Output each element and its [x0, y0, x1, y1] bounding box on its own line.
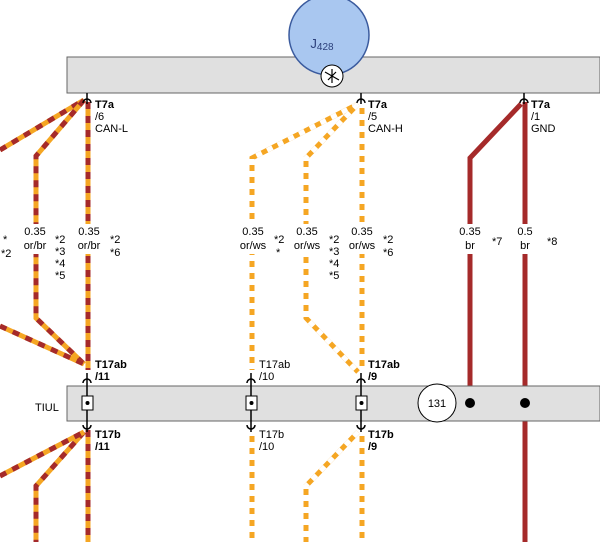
svg-text:/9: /9 — [368, 371, 377, 383]
svg-text:*3: *3 — [329, 246, 339, 258]
wire-can-l — [0, 102, 91, 542]
svg-text:or/ws: or/ws — [240, 240, 267, 252]
svg-text:*8: *8 — [547, 236, 557, 248]
component-name: J — [310, 36, 317, 51]
svg-text:or/br: or/br — [24, 240, 47, 252]
svg-text:*6: *6 — [383, 247, 393, 259]
connector-bar-tiul — [66, 385, 600, 422]
top-pin-label-gnd: T7a /1 GND — [531, 99, 556, 135]
controller-symbol-icon — [320, 64, 344, 88]
svg-text:CAN-L: CAN-L — [95, 123, 128, 135]
svg-text:GND: GND — [531, 123, 556, 135]
svg-text:0.35: 0.35 — [459, 226, 480, 238]
svg-text:br: br — [520, 240, 530, 252]
wire-label-2: 0.35 or/br *2 *6 — [78, 226, 121, 259]
wire-label-1: 0.35 or/br * *2 *2 *3 *4 *5 — [1, 226, 65, 282]
svg-text:0.35: 0.35 — [24, 226, 45, 238]
svg-text:/5: /5 — [368, 111, 377, 123]
svg-text:T17ab: T17ab — [95, 359, 127, 371]
svg-text:*2: *2 — [329, 234, 339, 246]
top-pin-terminals — [82, 93, 529, 104]
svg-text:/9: /9 — [368, 441, 377, 453]
top-pin-label-can-h: T7a /5 CAN-H — [368, 99, 403, 135]
svg-text:*3: *3 — [55, 246, 65, 258]
wire-or-ws-splice — [303, 102, 360, 542]
top-pin-label-can-l: T7a /6 CAN-L — [95, 99, 128, 135]
svg-text:*: * — [276, 247, 281, 259]
svg-text:*7: *7 — [492, 236, 502, 248]
svg-text:*4: *4 — [55, 258, 65, 270]
svg-text:or/ws: or/ws — [294, 240, 321, 252]
upper-pin-label-10: T17ab /10 — [259, 359, 290, 383]
svg-text:T17b: T17b — [259, 429, 284, 441]
svg-text:/10: /10 — [259, 371, 274, 383]
svg-text:T7a: T7a — [95, 99, 115, 111]
svg-text:0.35: 0.35 — [242, 226, 263, 238]
svg-text:CAN-H: CAN-H — [368, 123, 403, 135]
lower-pin-label-10: T17b /10 — [259, 429, 284, 453]
svg-text:T7a: T7a — [368, 99, 388, 111]
lower-pin-label-9: T17b /9 — [368, 429, 394, 453]
lower-pin-label-11: T17b /11 — [95, 429, 121, 453]
svg-text:0.5: 0.5 — [517, 226, 532, 238]
wire-br-035 — [467, 102, 523, 403]
svg-text:*6: *6 — [110, 247, 120, 259]
svg-text:/10: /10 — [259, 441, 274, 453]
wire-label-7: 0.5 br *8 — [517, 226, 557, 252]
svg-text:*5: *5 — [329, 270, 339, 282]
svg-text:J428: J428 — [310, 36, 334, 53]
component-subscript: 428 — [317, 42, 334, 53]
wire-or-ws-10 — [249, 101, 360, 542]
wire-label-6: 0.35 br *7 — [459, 226, 502, 252]
svg-text:br: br — [465, 240, 475, 252]
svg-text:/11: /11 — [95, 441, 110, 453]
svg-text:*2: *2 — [383, 234, 393, 246]
connector-bar-name: TIUL — [35, 402, 59, 414]
svg-text:*: * — [3, 234, 8, 246]
svg-text:or/ws: or/ws — [349, 240, 376, 252]
wire-label-3: 0.35 or/ws *2 * — [240, 226, 285, 259]
svg-text:T17b: T17b — [368, 429, 394, 441]
splice-node-2 — [520, 398, 530, 408]
svg-text:T7a: T7a — [531, 99, 551, 111]
svg-text:T17ab: T17ab — [259, 359, 290, 371]
svg-text:T17ab: T17ab — [368, 359, 400, 371]
svg-text:*2: *2 — [274, 234, 284, 246]
svg-text:*2: *2 — [110, 234, 120, 246]
svg-text:T17b: T17b — [95, 429, 121, 441]
wire-label-5: 0.35 or/ws *2 *6 — [349, 226, 394, 259]
bar-pin-10[interactable] — [245, 373, 258, 432]
upper-pin-label-11: T17ab /11 — [95, 359, 127, 383]
upper-pin-label-9: T17ab /9 — [368, 359, 400, 383]
bar-pin-9[interactable] — [355, 373, 368, 432]
bar-pin-11[interactable] — [81, 373, 94, 432]
svg-text:or/br: or/br — [78, 240, 101, 252]
svg-text:/11: /11 — [95, 371, 110, 383]
svg-text:*5: *5 — [55, 270, 65, 282]
svg-text:/1: /1 — [531, 111, 540, 123]
splice-node-1 — [465, 398, 475, 408]
svg-text:*2: *2 — [55, 234, 65, 246]
ground-ref-131[interactable]: 131 — [417, 383, 457, 423]
svg-text:*4: *4 — [329, 258, 339, 270]
component-j428[interactable] — [288, 0, 370, 76]
svg-text:/6: /6 — [95, 111, 104, 123]
svg-text:0.35: 0.35 — [296, 226, 317, 238]
svg-text:0.35: 0.35 — [351, 226, 372, 238]
svg-text:0.35: 0.35 — [78, 226, 99, 238]
svg-text:131: 131 — [428, 398, 446, 410]
svg-text:*2: *2 — [1, 248, 11, 260]
wire-label-4: 0.35 or/ws *2 *3 *4 *5 — [294, 226, 340, 282]
